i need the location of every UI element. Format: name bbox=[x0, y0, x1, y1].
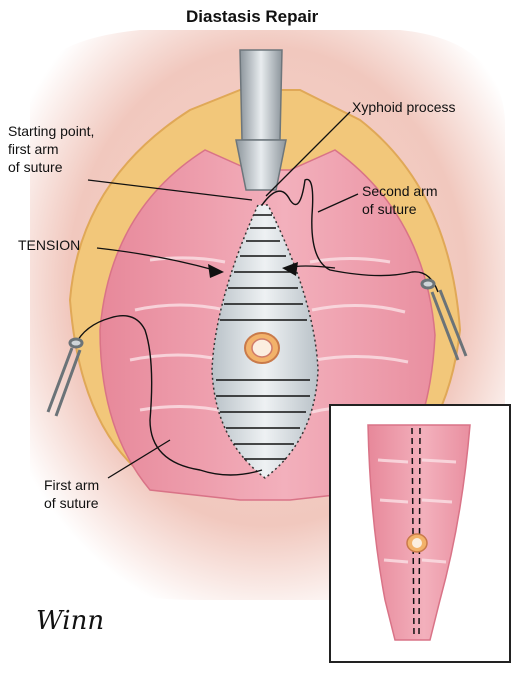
label-starting-point-line2: first arm bbox=[8, 141, 59, 157]
label-first-arm-line2: of suture bbox=[44, 495, 99, 511]
label-starting-point-line3: of suture bbox=[8, 159, 63, 175]
umbilicus bbox=[244, 332, 280, 364]
inset-box bbox=[329, 404, 511, 663]
retractor bbox=[235, 49, 287, 191]
diagram-title: Diastasis Repair bbox=[186, 7, 319, 26]
label-starting-point: Starting point, first arm of suture bbox=[8, 122, 94, 176]
needle-holder-right bbox=[420, 278, 468, 361]
label-second-arm: Second arm of suture bbox=[362, 182, 437, 218]
artist-signature: Winn bbox=[36, 606, 105, 636]
suture-arms bbox=[74, 178, 439, 476]
label-second-arm-line2: of suture bbox=[362, 201, 417, 217]
label-xyphoid-process: Xyphoid process bbox=[352, 99, 456, 115]
needle-holder-left bbox=[46, 337, 84, 417]
label-tension: TENSION bbox=[18, 237, 81, 253]
plication-sutures bbox=[216, 214, 310, 460]
label-first-arm: First arm of suture bbox=[44, 476, 99, 512]
label-starting-point-line1: Starting point, bbox=[8, 123, 95, 139]
tension-arrow-right bbox=[282, 262, 298, 276]
label-second-arm-line1: Second arm bbox=[362, 183, 438, 199]
tension-arrow-left bbox=[208, 264, 224, 278]
label-first-arm-line1: First arm bbox=[44, 477, 100, 493]
